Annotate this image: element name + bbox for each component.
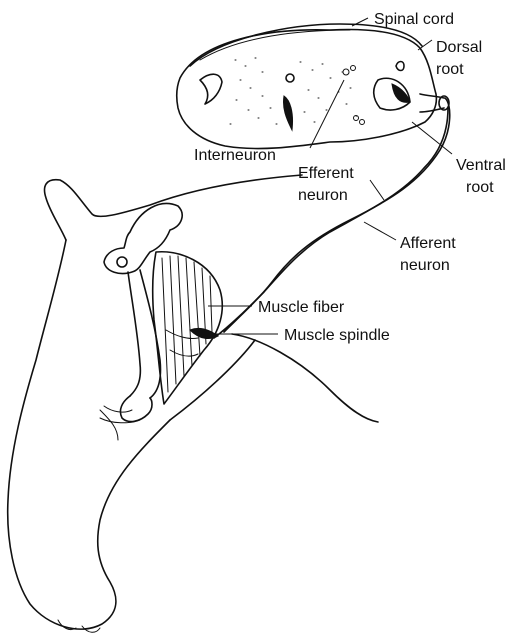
label-afferent-neuron-line1: Afferent: [400, 235, 456, 252]
bones: [100, 204, 182, 423]
label-muscle-fiber: Muscle fiber: [258, 299, 345, 316]
label-interneuron: Interneuron: [194, 147, 276, 164]
label-efferent-neuron-line1: Efferent: [298, 165, 354, 182]
label-muscle-spindle: Muscle spindle: [284, 327, 390, 344]
label-spinal-cord: Spinal cord: [374, 11, 454, 28]
label-ventral-root-line1: Ventral: [456, 157, 506, 174]
spinal-cord-section: [177, 24, 449, 149]
label-ventral-root-line2: root: [466, 179, 494, 196]
label-dorsal-root-line1: Dorsal: [436, 39, 482, 56]
muscle: [153, 252, 223, 404]
hind-limb: [8, 175, 378, 632]
label-dorsal-root-line2: root: [436, 61, 464, 78]
label-afferent-neuron-line2: neuron: [400, 257, 450, 274]
label-efferent-neuron-line2: neuron: [298, 187, 348, 204]
